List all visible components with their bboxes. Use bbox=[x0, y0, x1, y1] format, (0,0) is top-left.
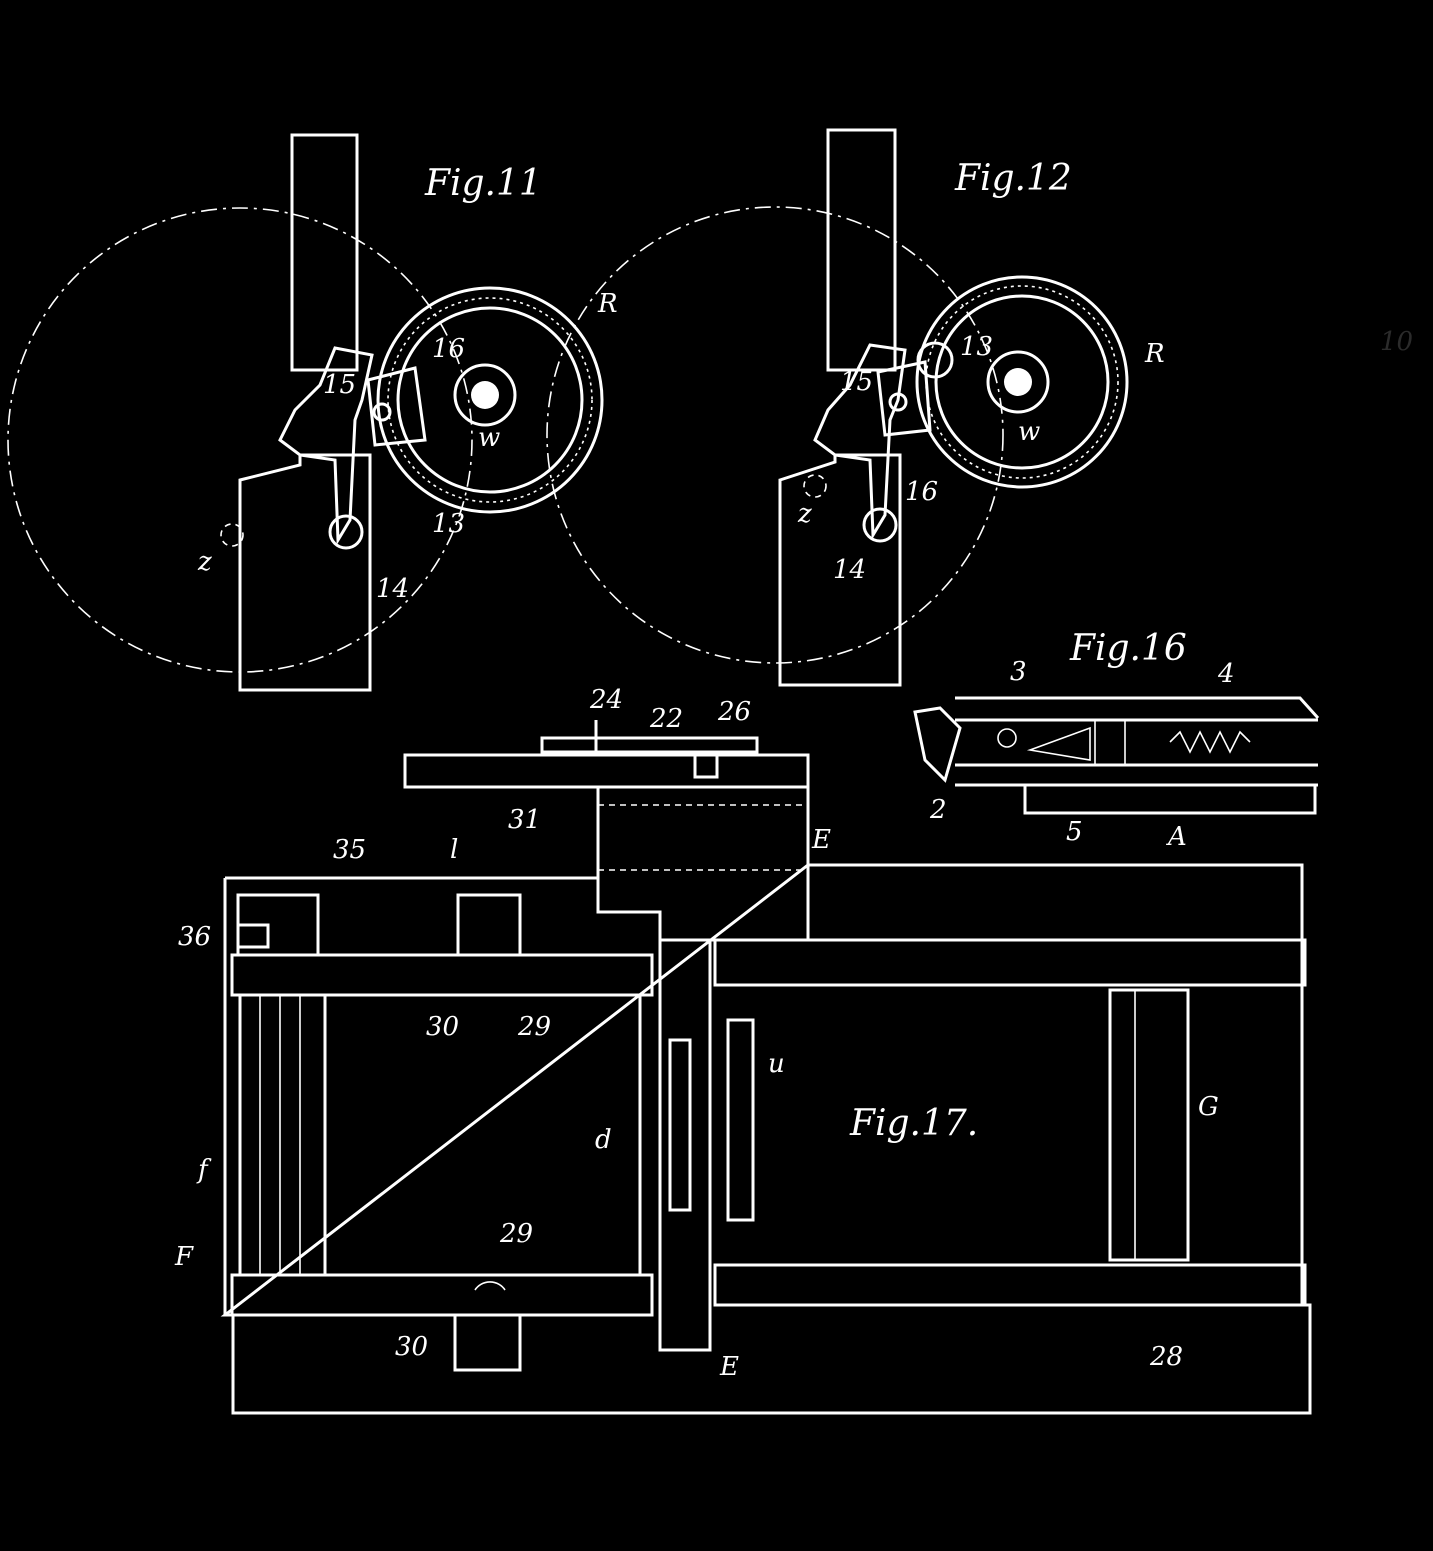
fig16-ball-3 bbox=[997, 728, 1017, 748]
fig17-label-31: 31 bbox=[508, 805, 541, 835]
fig17-roller-f bbox=[238, 993, 327, 1277]
fig11-hole-z bbox=[220, 523, 244, 547]
fig17-label-u: u bbox=[768, 1049, 785, 1079]
figure-11: Fig.11 R 16 15 w 13 z 14 bbox=[7, 133, 618, 692]
fig17-label-29-top: 29 bbox=[517, 1012, 551, 1042]
fig11-shaft-ring bbox=[453, 363, 517, 427]
fig17-label-35: 35 bbox=[333, 835, 366, 865]
fig17-gear-36 bbox=[236, 923, 270, 949]
fig17-label-30-top: 30 bbox=[426, 1012, 459, 1042]
fig17-label-F: F bbox=[174, 1242, 194, 1272]
fig17-outer-frame bbox=[220, 863, 1312, 1415]
fig12-vertical-bar bbox=[826, 128, 897, 372]
fig12-shaft-ring bbox=[986, 350, 1050, 414]
fig12-label-15: 15 bbox=[840, 367, 873, 397]
fig11-title: Fig.11 bbox=[424, 163, 542, 204]
fig12-pivot bbox=[888, 392, 908, 412]
fig17-bracket-E bbox=[596, 785, 810, 942]
fig11-roller-outer bbox=[376, 286, 604, 514]
fig11-label-15: 15 bbox=[323, 370, 356, 400]
fig16-label-5: 5 bbox=[1066, 817, 1083, 847]
fig11-pivot bbox=[372, 402, 392, 422]
fig16-plunger-5 bbox=[1094, 719, 1126, 766]
fig12-label-14: 14 bbox=[833, 555, 866, 585]
fig12-shaft bbox=[1004, 368, 1032, 396]
fig17-top-bearing bbox=[456, 893, 522, 957]
fig17-bottom-bearing bbox=[453, 1313, 522, 1372]
fig17-slide-22 bbox=[540, 736, 759, 754]
fig16-label-A: A bbox=[1166, 822, 1187, 852]
fig16-label-4: 4 bbox=[1217, 659, 1235, 689]
fig11-vertical-bar bbox=[290, 133, 359, 372]
fig11-label-13: 13 bbox=[432, 509, 465, 539]
margin-mark-10: 10 bbox=[1380, 327, 1413, 357]
fig17-arc-29 bbox=[474, 1281, 506, 1291]
fig17-label-36: 36 bbox=[178, 922, 211, 952]
figure-17: 24 22 26 31 E 35 l 36 30 29 u Fig.17. G … bbox=[174, 685, 1312, 1415]
fig12-hole-z bbox=[803, 474, 827, 498]
fig12-label-13: 13 bbox=[960, 332, 993, 362]
fig17-label-E-top: E bbox=[811, 825, 831, 855]
fig12-lever-15 bbox=[813, 343, 907, 541]
fig17-right-bottom-rail bbox=[713, 1263, 1307, 1307]
fig17-roller-G bbox=[1108, 988, 1190, 1262]
fig16-wedge bbox=[1026, 726, 1091, 761]
fig17-label-28: 28 bbox=[1149, 1342, 1183, 1372]
fig12-title: Fig.12 bbox=[954, 158, 1072, 199]
fig11-pawl-16 bbox=[366, 366, 427, 447]
fig16-label-3: 3 bbox=[1010, 657, 1027, 687]
fig12-label-16: 16 bbox=[905, 477, 938, 507]
fig12-ball-13 bbox=[916, 341, 954, 379]
fig11-pin-14 bbox=[328, 514, 364, 550]
fig17-label-G: G bbox=[1198, 1092, 1219, 1122]
fig11-lower-block bbox=[238, 453, 372, 692]
fig12-pitch-circle bbox=[546, 206, 1004, 664]
fig17-left-bottom-rail bbox=[230, 1273, 654, 1317]
fig17-slot-d bbox=[668, 1038, 692, 1212]
fig11-label-R: R bbox=[597, 289, 618, 319]
fig11-label-14: 14 bbox=[376, 574, 409, 604]
fig16-top-line bbox=[955, 696, 1320, 720]
fig16-title: Fig.16 bbox=[1069, 628, 1187, 669]
fig11-label-w: w bbox=[478, 423, 500, 453]
fig17-title: Fig.17. bbox=[849, 1103, 978, 1144]
fig16-pawl-2 bbox=[913, 706, 962, 783]
fig17-label-f: f bbox=[196, 1155, 212, 1185]
fig17-bar-31 bbox=[403, 753, 810, 789]
fig17-label-30-bot: 30 bbox=[395, 1332, 428, 1362]
fig12-label-w: w bbox=[1018, 417, 1040, 447]
fig17-label-d: d bbox=[595, 1125, 612, 1155]
fig17-label-22: 22 bbox=[649, 704, 683, 734]
fig11-label-z: z bbox=[197, 547, 212, 577]
fig12-pawl-16 bbox=[876, 360, 932, 437]
fig16-base-A bbox=[1023, 783, 1317, 815]
fig12-pin-14 bbox=[862, 507, 898, 543]
fig17-left-top-rail bbox=[230, 953, 654, 997]
fig12-roller-inner bbox=[934, 294, 1110, 470]
fig12-label-z: z bbox=[797, 499, 812, 529]
fig12-roller-outer bbox=[915, 275, 1129, 489]
fig17-center-channel bbox=[658, 940, 712, 1352]
fig17-label-E-bot: E bbox=[719, 1352, 739, 1382]
fig11-roller-inner bbox=[396, 306, 584, 494]
fig11-label-16: 16 bbox=[432, 334, 465, 364]
fig17-block-26 bbox=[693, 750, 719, 779]
fig12-label-R: R bbox=[1144, 339, 1165, 369]
fig17-label-24: 24 bbox=[589, 685, 623, 715]
fig17-label-26: 26 bbox=[717, 697, 751, 727]
fig17-rod-u bbox=[726, 1018, 755, 1222]
fig11-roller-hatch bbox=[387, 297, 593, 503]
fig17-right-top-rail bbox=[713, 938, 1307, 987]
figure-12: Fig.12 13 R 15 w z 16 14 bbox=[546, 128, 1165, 687]
fig11-lever-15 bbox=[278, 346, 374, 546]
figure-16: Fig.16 3 4 2 5 A bbox=[913, 628, 1320, 852]
fig16-spring-4 bbox=[1169, 730, 1251, 754]
fig16-label-2: 2 bbox=[929, 795, 947, 825]
fig11-shaft bbox=[471, 381, 499, 409]
fig17-label-29-bot: 29 bbox=[499, 1219, 533, 1249]
fig17-label-l: l bbox=[450, 835, 458, 865]
fig12-lower-block bbox=[778, 453, 902, 687]
